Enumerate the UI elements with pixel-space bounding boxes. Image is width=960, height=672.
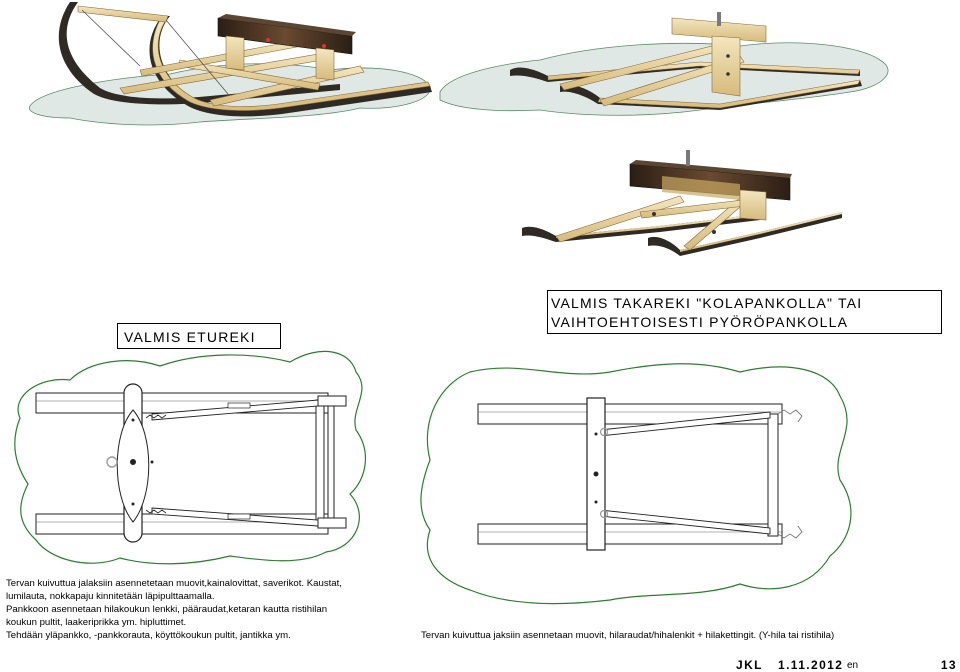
ground-shadow-outline	[14, 350, 366, 565]
iron-lower	[227, 513, 251, 520]
beam-diagonal-2	[599, 55, 745, 107]
bunk-post	[711, 35, 741, 97]
bolt	[131, 418, 135, 422]
chain-lower	[777, 525, 803, 539]
rear-rail-right	[327, 399, 335, 527]
king-pin	[717, 12, 721, 26]
bolt-2	[726, 72, 730, 76]
iron-upper	[227, 402, 251, 409]
rear-sled-3d-view	[439, 12, 889, 116]
bow-rope-2	[165, 19, 229, 95]
chain-upper	[777, 409, 803, 423]
front-sled-label: VALMIS ETUREKI	[117, 323, 281, 349]
front-sled-3d-view	[28, 2, 432, 126]
rear-sled-top-view	[420, 363, 852, 605]
brace-upper	[151, 399, 319, 421]
runner-bottom	[477, 523, 783, 545]
runner-wood-2	[680, 212, 842, 252]
bunk-block	[671, 17, 767, 43]
rear-sled-notes: Tervan kuivuttua jaksiin asennetaan muov…	[421, 630, 835, 641]
rear-rail	[767, 413, 779, 537]
runner-wood	[547, 61, 861, 81]
rear-rail-left	[315, 399, 325, 527]
rear-sled-label: VALMIS TAKAREKI "KOLAPANKOLLA" TAI VAIHT…	[547, 290, 942, 334]
runner-wood-right	[152, 19, 431, 111]
king-pin	[130, 459, 136, 465]
footer-lang: en	[847, 660, 859, 671]
bolt	[594, 432, 598, 436]
king-pin	[593, 471, 599, 477]
bolt	[726, 54, 730, 58]
spring-lower	[145, 509, 167, 514]
rear-sled-label-line1: VALMIS TAKAREKI "KOLAPANKOLLA" TAI	[551, 295, 863, 311]
front-sled-top-view	[14, 350, 366, 565]
rear-sled-label-line2: VAIHTOEHTOISESTI PYÖRÖPANKOLLA	[551, 314, 849, 330]
bunk-top	[218, 14, 356, 36]
page-footer: JKL 1.11.2012 en 13	[660, 658, 960, 672]
bunk-post-right	[315, 47, 335, 81]
bunk-post	[739, 189, 767, 221]
front-sled-notes: Tervan kuivuttua jalaksiin asennetetaan …	[6, 578, 342, 641]
bolt	[652, 212, 656, 216]
page-number: 13	[940, 658, 957, 672]
rear-sled-alt-3d-view	[522, 150, 842, 256]
front-bow	[77, 5, 169, 23]
bunk-top	[630, 160, 792, 178]
spring-upper	[145, 414, 167, 419]
king-pin	[686, 150, 690, 166]
rear-cap-bottom	[317, 517, 347, 529]
bunk-ring	[106, 456, 118, 468]
bolt-2	[594, 500, 598, 504]
bunk-bolt	[266, 38, 270, 42]
footer-author: JKL	[736, 658, 763, 672]
rear-cap-top	[317, 395, 347, 407]
bolt-3	[150, 460, 154, 464]
bunk-bolt-2	[322, 44, 326, 48]
runner-wood-2	[597, 79, 861, 109]
beam-diagonal	[555, 195, 685, 243]
bunk-front	[662, 176, 740, 200]
ring	[599, 427, 609, 437]
bunk-post-left	[225, 35, 245, 71]
runner-wood	[556, 214, 760, 238]
ground-shadow-outline	[420, 363, 852, 605]
ring-2	[599, 509, 609, 519]
bolt-2	[712, 230, 716, 234]
footer-date: 1.11.2012	[778, 658, 844, 672]
bolt-2	[131, 502, 135, 506]
front-sled-label-text: VALMIS ETUREKI	[124, 329, 256, 345]
bow-rope	[81, 9, 141, 67]
bunk-plate	[116, 409, 150, 523]
